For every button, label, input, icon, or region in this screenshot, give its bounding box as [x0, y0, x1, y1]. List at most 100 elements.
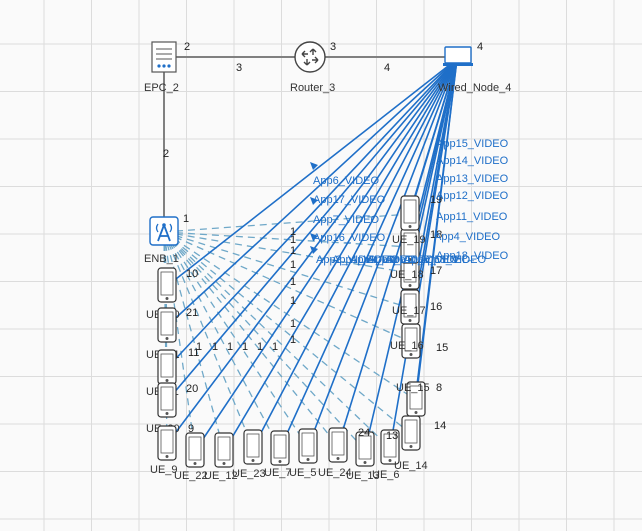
app-label-app17_video[interactable]: App17_VIDEO: [313, 194, 386, 206]
app-flow-ue_15[interactable]: [415, 58, 458, 401]
app-flow-ue_5[interactable]: [307, 58, 458, 448]
app-label-app6_video[interactable]: App6_VIDEO: [313, 175, 379, 187]
ue-node-ue_22[interactable]: [185, 432, 205, 468]
app-flow-ue_9[interactable]: [166, 58, 458, 445]
app-label-app1_video[interactable]: App1_VIDEO: [332, 254, 398, 266]
ue-node-ue_5[interactable]: [298, 428, 318, 464]
ue-port-label: 8: [436, 382, 442, 394]
app-label-app16_video[interactable]: App16_VIDEO: [313, 232, 386, 244]
wireless-link-label: 1: [290, 259, 296, 271]
app-label-app4_video[interactable]: App4_VIDEO: [434, 231, 500, 243]
ue-label: UE_17: [392, 305, 426, 317]
app-flow-ue_10[interactable]: [166, 58, 458, 287]
wireless-link-ue_7[interactable]: [163, 231, 281, 450]
flow-arrow: [310, 197, 318, 205]
ue-node-ue_21[interactable]: [157, 307, 177, 343]
ue-port-label: 23: [0, 0, 12, 3]
ue-node-ue_16[interactable]: [401, 323, 421, 359]
wireless-link-ue_8[interactable]: [163, 213, 411, 233]
wireless-link-ue_13[interactable]: [163, 231, 366, 451]
ue-port-label: 18: [430, 229, 442, 241]
app-label-app5_video[interactable]: App5_VIDEO: [404, 254, 470, 266]
ue-label: UE_9: [150, 464, 178, 476]
wireless-link-ue_16[interactable]: [163, 231, 412, 343]
ue-label: UE_22: [174, 470, 208, 482]
ue-node-ue_9[interactable]: [157, 425, 177, 461]
app-label-app10_video[interactable]: App10_VIDEO: [386, 254, 459, 266]
app-label-app8_video[interactable]: App8_VIDEO: [368, 254, 434, 266]
ue-node-ue_6[interactable]: [380, 429, 400, 465]
app-flow-ue_22[interactable]: [194, 58, 458, 452]
wireless-link-ue_23[interactable]: [163, 231, 254, 449]
ue-node-ue_12[interactable]: [214, 432, 234, 468]
wireless-link-label: 1: [212, 341, 218, 353]
epc-enb-mid-label: 2: [163, 148, 169, 160]
app-labels: App15_VIDEO App14_VIDEO App13_VIDEO App12_V…: [313, 138, 509, 266]
app-label-app14_video[interactable]: App14_VIDEO: [436, 155, 509, 167]
wireless-link-ue_18[interactable]: [163, 231, 411, 274]
wireless-link-ue_17[interactable]: [163, 231, 411, 309]
wireless-link-label: 1: [290, 234, 296, 246]
wired-port-label: 4: [477, 41, 483, 53]
epc-node[interactable]: [151, 41, 177, 73]
wireless-link-ue_6[interactable]: [163, 231, 391, 449]
ue-node-ue_14[interactable]: [401, 415, 421, 451]
ue-node-ue_23[interactable]: [243, 429, 263, 465]
ue-node-ue_15[interactable]: [406, 381, 426, 417]
ue-node-ue_8[interactable]: [400, 195, 420, 231]
ue-node-ue_17[interactable]: [400, 289, 420, 325]
app-flow-ue_8[interactable]: [409, 58, 458, 215]
flow-arrow: [310, 233, 318, 241]
app-flow-ue_7[interactable]: [279, 58, 458, 450]
app-label-app13_video[interactable]: App13_VIDEO: [436, 173, 509, 185]
app-flow-ue_20[interactable]: [166, 58, 458, 402]
app-label-app15_video[interactable]: App15_VIDEO: [436, 138, 509, 150]
app-label-app2_video[interactable]: App2_VIDEO: [316, 254, 382, 266]
computer-icon: [444, 46, 472, 64]
wireless-link-ue_15[interactable]: [163, 231, 417, 401]
wired-node[interactable]: [443, 46, 473, 66]
ue-label: UE_14: [394, 460, 428, 472]
app-flow-ue_21[interactable]: [166, 58, 458, 327]
app-label-app12_video[interactable]: App12_VIDEO: [436, 190, 509, 202]
ue-node-ue_24[interactable]: [328, 427, 348, 463]
app-flow-ue_12[interactable]: [223, 58, 458, 452]
ue-port-label: 13: [386, 430, 398, 442]
wireless-link-label: 1: [290, 245, 296, 257]
app-label-app11_video[interactable]: App11_VIDEO: [436, 211, 508, 223]
ue-node-ue_19[interactable]: [400, 228, 420, 264]
wireless-link-ue_14[interactable]: [163, 231, 412, 435]
wireless-link-ue_24[interactable]: [163, 231, 339, 447]
flow-arrow: [310, 246, 318, 254]
app-label-app7_video[interactable]: App7_VIDEO: [313, 214, 379, 226]
ue-port-label: 22: [0, 0, 12, 3]
ue-label: UE_13: [346, 470, 380, 482]
wired-node-label: Wired_Node_4: [438, 82, 511, 94]
enb-node[interactable]: [149, 216, 179, 246]
ue-label: UE_5: [289, 467, 317, 479]
ue-port-label: 16: [430, 301, 442, 313]
ue-node-ue_10[interactable]: [157, 267, 177, 303]
wireless-link-label: 1: [290, 334, 296, 346]
wireless-link-label: 1: [272, 341, 278, 353]
router-icon: [294, 41, 326, 73]
ue-label: UE_19: [392, 234, 426, 246]
app-label-app18_video[interactable]: App18_VIDEO: [436, 250, 509, 262]
router-label: Router_3: [290, 82, 335, 94]
ue-node-ue_20[interactable]: [157, 382, 177, 418]
app-flow-ue_11[interactable]: [166, 58, 458, 369]
app-label-app3_video[interactable]: App3_VIDEO: [420, 254, 486, 266]
ue-node-ue_13[interactable]: [355, 431, 375, 467]
app-flow-ue_23[interactable]: [252, 58, 458, 449]
ue-label: UE_24: [318, 467, 352, 479]
router-wired-mid-label: 4: [384, 62, 390, 74]
router-node[interactable]: [294, 41, 326, 73]
ue-node-ue_11[interactable]: [157, 349, 177, 385]
ue-port-label: 21: [186, 307, 198, 319]
ue-node-ue_7[interactable]: [270, 430, 290, 466]
app-label-app9_video[interactable]: App9_VIDEO: [350, 254, 416, 266]
ue-port-label: 15: [436, 342, 448, 354]
ue-port-label: 11: [188, 347, 199, 359]
